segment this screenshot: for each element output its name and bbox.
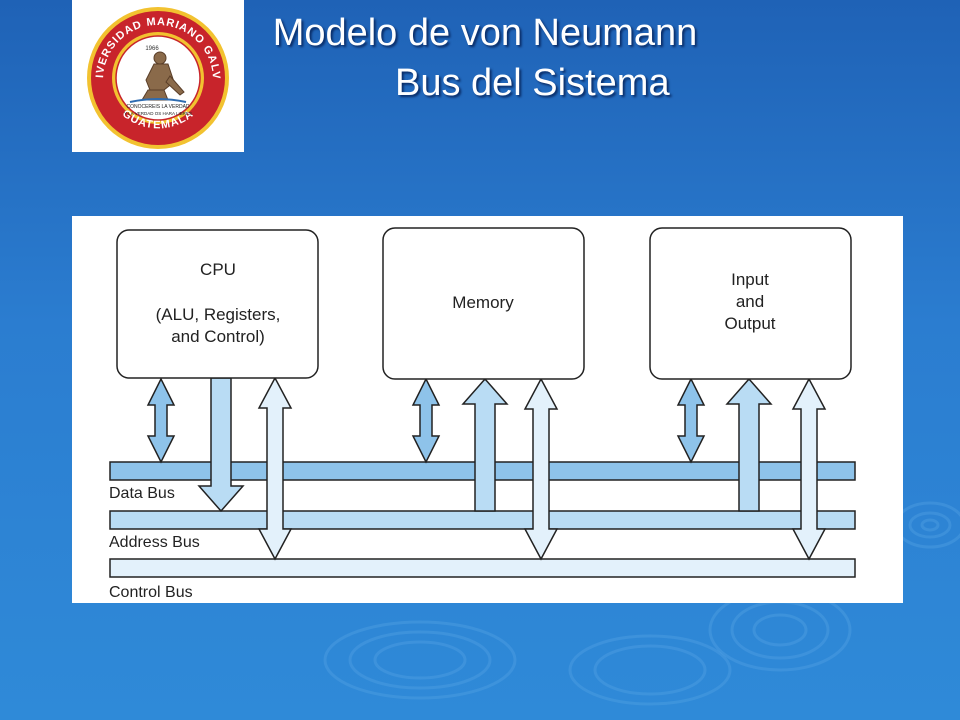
cpu-box: [116, 229, 319, 379]
io-label-line3: Output: [724, 314, 775, 333]
title-line-2: Bus del Sistema: [395, 62, 670, 104]
title-line-1: Modelo de von Neumann: [272, 12, 698, 54]
memory-label: Memory: [452, 293, 514, 312]
bus-diagram: CPU (ALU, Registers, and Control) Memory…: [72, 216, 903, 603]
memory-box: [382, 227, 585, 380]
logo-year: 1966: [145, 46, 159, 52]
memory-control-arrow: [523, 377, 559, 561]
cpu-control-arrow: [257, 376, 293, 561]
slide-title: Modelo de von Neumann Bus del Sistema: [245, 8, 725, 108]
cpu-data-arrow: [146, 377, 176, 464]
address-bus-bar: [109, 510, 856, 530]
data-bus-label: Data Bus: [109, 485, 175, 502]
io-label-line1: Input: [731, 270, 769, 289]
logo-motto-line2: Y LA VERDAD OS HARA LIBRES: [124, 111, 192, 116]
control-bus-bar: [109, 558, 856, 578]
io-label-line2: and: [736, 292, 764, 311]
io-data-arrow: [676, 377, 706, 464]
memory-data-arrow: [411, 377, 441, 464]
cpu-label-line2: (ALU, Registers,: [156, 305, 281, 324]
address-bus-label: Address Bus: [109, 534, 200, 551]
cpu-label-line3: and Control): [171, 327, 265, 346]
logo-motto-line1: CONOCEREIS LA VERDAD: [126, 104, 189, 110]
io-control-arrow: [791, 377, 827, 561]
cpu-address-arrow: [197, 377, 245, 513]
control-bus-label: Control Bus: [109, 584, 193, 601]
university-logo: UNIVERSIDAD MARIANO GALVEZ GUATEMALA 196…: [72, 0, 244, 152]
memory-address-arrow: [461, 377, 509, 512]
io-address-arrow: [725, 377, 773, 512]
io-box: [649, 227, 852, 380]
cpu-label-title: CPU: [200, 260, 236, 279]
